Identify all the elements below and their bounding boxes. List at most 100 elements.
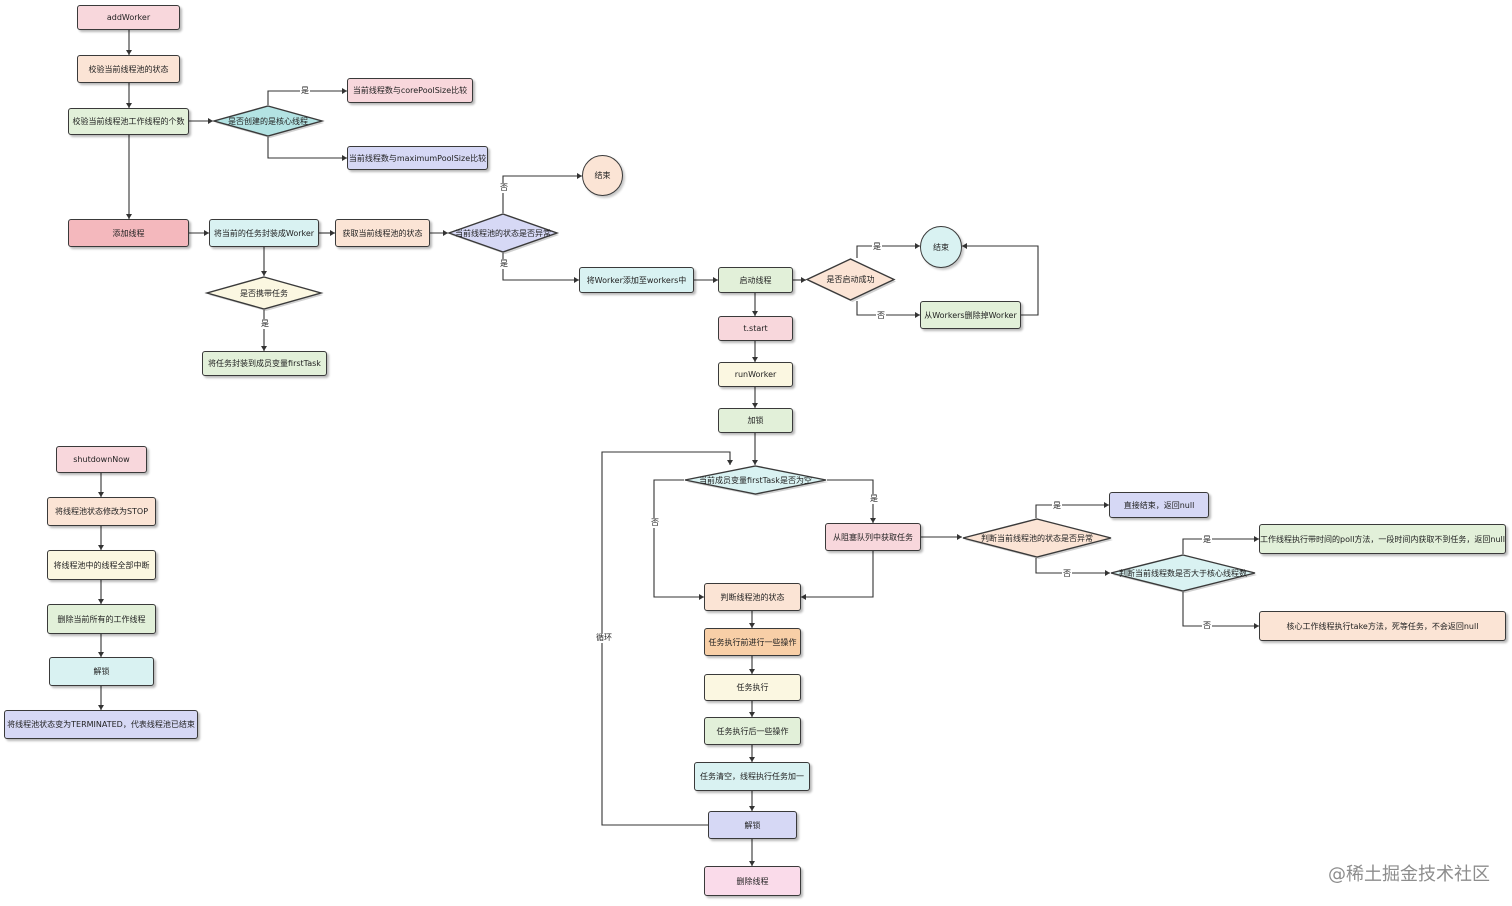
arrowhead <box>749 623 755 628</box>
edge-label-loop: 循环 <box>595 633 613 643</box>
decision-more-than-core: 判断当前线程数是否大于核心线程数 <box>1110 554 1257 593</box>
node-compare-max: 当前线程数与maximumPoolSize比较 <box>347 146 488 170</box>
connector-line <box>502 175 582 213</box>
node-before-exec: 任务执行前进行一些操作 <box>704 628 801 656</box>
edge-label-yes: 是 <box>1052 501 1062 511</box>
connector-line <box>1035 504 1109 518</box>
arrowhead <box>98 492 104 497</box>
decision-label: 判断当前线程数是否大于核心线程数 <box>1119 568 1247 578</box>
connector-line <box>962 245 1039 316</box>
arrowhead <box>1254 536 1259 542</box>
connector-line <box>801 551 874 598</box>
node-get-from-queue: 从阻塞队列中获取任务 <box>825 523 921 551</box>
arrowhead <box>749 806 755 811</box>
connector-line <box>856 301 920 316</box>
edge-label-no: 否 <box>650 518 660 528</box>
decision-label: 当前线程池的状态是否异常 <box>455 228 551 238</box>
diamond-shape <box>204 276 324 311</box>
arrowhead <box>1254 623 1259 629</box>
decision-is-state-abnormal: 判断当前线程池的状态是否异常 <box>962 518 1113 559</box>
edge-label-yes: 是 <box>300 86 310 96</box>
arrowhead <box>261 346 267 351</box>
node-add-to-workers: 将Worker添加至workers中 <box>579 267 694 293</box>
edge-label-no: 否 <box>876 311 886 321</box>
arrowhead <box>752 403 758 408</box>
node-remove-worker: 从Workers删除掉Worker <box>920 301 1021 329</box>
node-unlock-2: 解锁 <box>49 657 154 686</box>
edge-label-no: 否 <box>1062 569 1072 579</box>
node-clear-task: 任务清空，线程执行任务加一 <box>694 762 810 791</box>
arrowhead <box>749 861 755 866</box>
decision-has-task: 是否携带任务 <box>204 276 324 311</box>
arrowhead <box>1104 502 1109 508</box>
node-check-worker-count: 校验当前线程池工作线程的个数 <box>68 108 189 135</box>
edge-label-yes: 是 <box>499 259 509 269</box>
connector-line <box>856 245 920 258</box>
arrowhead <box>98 652 104 657</box>
connector-line <box>827 479 874 523</box>
node-set-first-task: 将任务封装到成员变量firstTask <box>202 351 327 376</box>
node-judge-state: 判断线程池的状态 <box>704 583 801 611</box>
node-set-stop: 将线程池状态修改为STOP <box>47 497 156 526</box>
arrowhead <box>749 712 755 717</box>
arrowhead <box>208 118 213 124</box>
arrowhead <box>870 518 876 523</box>
arrowhead <box>98 599 104 604</box>
arrowhead <box>699 594 704 600</box>
arrowhead <box>801 594 806 600</box>
arrowhead <box>752 357 758 362</box>
decision-is-core-thread: 是否创建的是核心线程 <box>211 105 325 138</box>
arrowhead <box>727 460 733 465</box>
connector-line <box>502 253 579 281</box>
arrowhead <box>957 534 962 540</box>
decision-label: 是否启动成功 <box>826 275 875 284</box>
node-start-thread: 启动线程 <box>718 267 793 293</box>
node-add-worker: addWorker <box>77 5 180 30</box>
node-check-pool-state: 校验当前线程池的状态 <box>77 55 180 83</box>
arrowhead <box>98 705 104 710</box>
arrowhead <box>1105 570 1110 576</box>
arrowhead <box>749 757 755 762</box>
node-get-pool-state: 获取当前线程池的状态 <box>335 219 430 247</box>
arrowhead <box>261 271 267 276</box>
terminal-end-1: 结束 <box>582 155 623 196</box>
arrowhead <box>962 243 967 249</box>
connector-line <box>1035 558 1110 574</box>
arrowhead <box>752 311 758 316</box>
edge-label-yes: 是 <box>260 319 270 329</box>
decision-label: 是否携带任务 <box>240 288 288 298</box>
connector-line <box>267 90 347 105</box>
arrowhead <box>126 214 132 219</box>
connector-line <box>1182 592 1259 627</box>
diamond-shape <box>962 518 1113 559</box>
arrowhead <box>749 669 755 674</box>
arrowhead <box>577 173 582 179</box>
arrowhead <box>443 230 448 236</box>
node-run-worker: runWorker <box>718 362 793 387</box>
node-shutdown-now: shutdownNow <box>56 446 147 473</box>
arrowhead <box>342 88 347 94</box>
decision-start-success: 是否启动成功 <box>805 258 896 302</box>
arrowhead <box>342 155 347 161</box>
decision-label: 当前成员变量firstTask是否为空 <box>699 475 812 485</box>
node-interrupt-all: 将线程池中的线程全部中断 <box>47 550 156 580</box>
arrowhead <box>713 277 718 283</box>
diamond-shape <box>1110 554 1257 593</box>
diamond-shape <box>805 258 896 302</box>
node-poll-description: 工作线程执行带时间的poll方法，一段时间内获取不到任务，返回null <box>1259 524 1506 554</box>
arrowhead <box>915 312 920 318</box>
decision-label: 是否创建的是核心线程 <box>228 116 308 126</box>
node-add-thread: 添加线程 <box>68 219 189 247</box>
connector-line <box>601 451 731 826</box>
arrowhead <box>330 230 335 236</box>
diamond-shape <box>446 213 560 254</box>
node-unlock-1: 解锁 <box>708 811 797 839</box>
node-delete-workers: 删除当前所有的工作线程 <box>47 604 156 634</box>
connector-line <box>267 137 347 159</box>
arrowhead <box>126 103 132 108</box>
diamond-shape <box>211 105 325 138</box>
arrowhead <box>204 230 209 236</box>
arrowhead <box>752 460 758 465</box>
node-exec-task: 任务执行 <box>704 674 801 701</box>
node-take-description: 核心工作线程执行take方法，死等任务，不会返回null <box>1259 611 1506 641</box>
